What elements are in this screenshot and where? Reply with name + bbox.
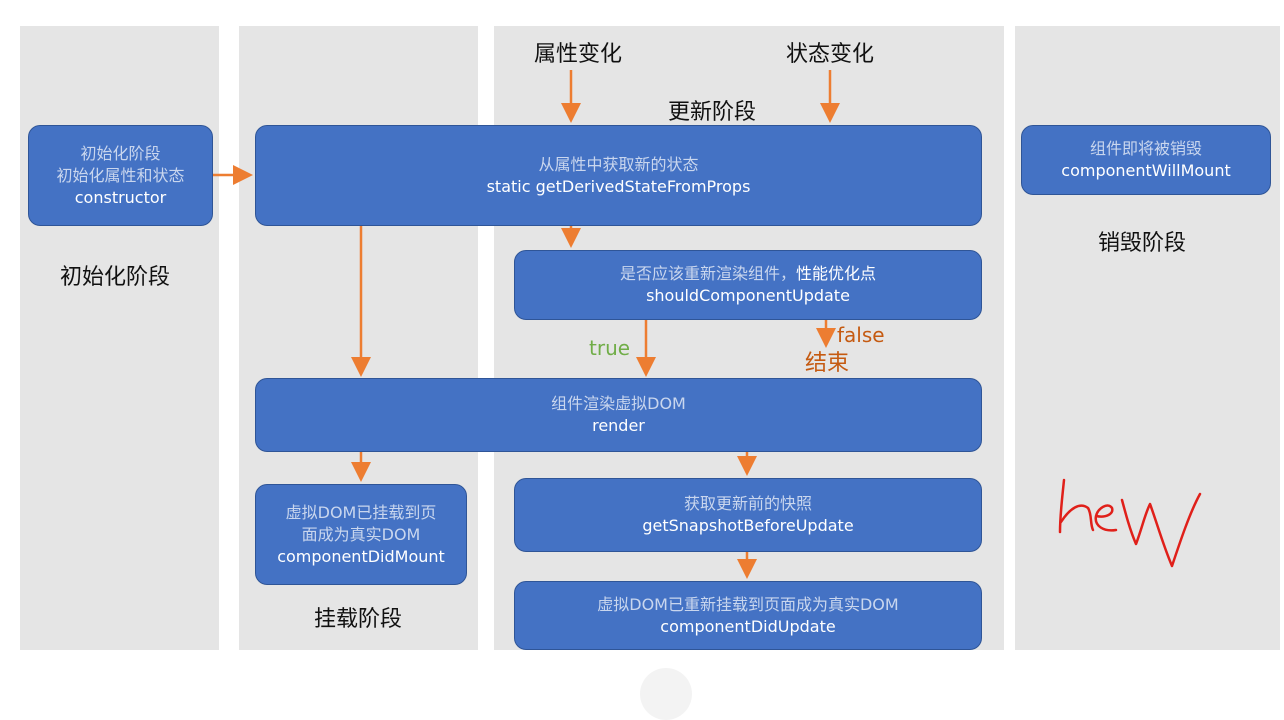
- did-mount-desc1: 虚拟DOM已挂载到页: [285, 502, 437, 522]
- did-mount-box: 虚拟DOM已挂载到页 面成为真实DOM componentDidMount: [255, 484, 467, 585]
- will-unmount-box: 组件即将被销毁 componentWillMount: [1021, 125, 1271, 195]
- faint-cursor-circle: [640, 668, 692, 720]
- handwritten-scribble: [1058, 478, 1202, 568]
- render-box: 组件渲染虚拟DOM render: [255, 378, 982, 452]
- render-desc: 组件渲染虚拟DOM: [551, 394, 686, 413]
- props-change-label: 属性变化: [534, 42, 623, 67]
- end-label: 结束: [805, 351, 850, 376]
- derived-state-desc: 从属性中获取新的状态: [538, 154, 699, 174]
- false-branch-label: false: [837, 323, 885, 347]
- derived-state-method: static getDerivedStateFromProps: [486, 176, 751, 196]
- should-update-desc-part2: 性能优化点: [796, 264, 877, 283]
- constructor-box: 初始化阶段 初始化属性和状态 constructor: [28, 125, 213, 226]
- should-update-method: shouldComponentUpdate: [646, 286, 850, 305]
- mount-phase-label: 挂载阶段: [314, 607, 403, 632]
- snapshot-desc: 获取更新前的快照: [683, 494, 812, 513]
- should-update-desc: 是否应该重新渲染组件，性能优化点: [620, 263, 876, 285]
- constructor-method: constructor: [74, 187, 167, 207]
- true-branch-label: true: [589, 336, 631, 360]
- constructor-line1: 初始化阶段: [80, 143, 161, 163]
- will-unmount-method: componentWillMount: [1061, 161, 1231, 180]
- flow-arrows: [213, 70, 840, 579]
- did-update-method: componentDidUpdate: [660, 616, 836, 636]
- should-update-desc-part1: 是否应该重新渲染组件，: [619, 264, 796, 283]
- did-mount-desc2: 面成为真实DOM: [301, 524, 421, 544]
- did-update-box: 虚拟DOM已重新挂载到页面成为真实DOM componentDidUpdate: [514, 581, 982, 650]
- update-phase-label: 更新阶段: [668, 100, 757, 125]
- should-update-box: 是否应该重新渲染组件，性能优化点 shouldComponentUpdate: [514, 250, 982, 320]
- state-change-label: 状态变化: [786, 42, 875, 67]
- snapshot-method: getSnapshotBeforeUpdate: [642, 516, 854, 535]
- unmount-phase-label: 销毁阶段: [1098, 231, 1187, 256]
- constructor-line2: 初始化属性和状态: [56, 165, 185, 185]
- derived-state-box: 从属性中获取新的状态 static getDerivedStateFromPro…: [255, 125, 982, 226]
- snapshot-box: 获取更新前的快照 getSnapshotBeforeUpdate: [514, 478, 982, 552]
- did-update-desc: 虚拟DOM已重新挂载到页面成为真实DOM: [597, 594, 899, 614]
- render-method: render: [592, 416, 645, 435]
- did-mount-method: componentDidMount: [277, 546, 445, 566]
- init-phase-label: 初始化阶段: [60, 265, 171, 290]
- will-unmount-desc: 组件即将被销毁: [1089, 139, 1202, 158]
